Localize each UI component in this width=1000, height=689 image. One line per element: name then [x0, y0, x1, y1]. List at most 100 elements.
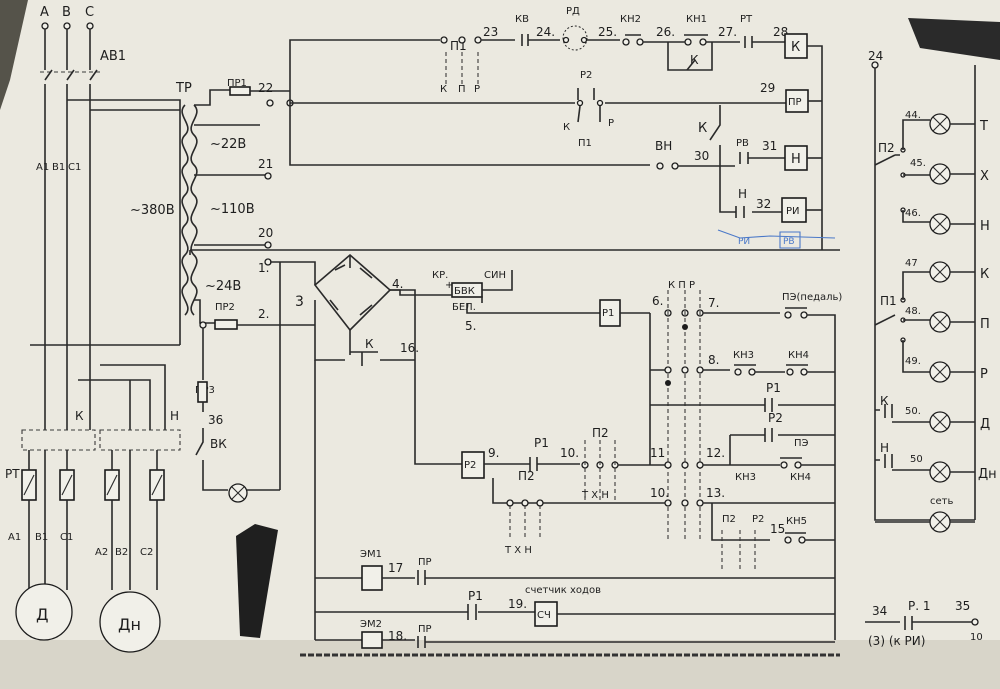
coil-r1-label: Р1	[602, 308, 614, 319]
motor-main-label: Д	[36, 605, 49, 624]
bvk-bel-label: БЕЛ.	[452, 302, 476, 313]
node-17: 17	[388, 561, 403, 575]
kn5-label: КН5	[786, 516, 807, 527]
rv-label: РВ	[736, 138, 749, 149]
em1-label: ЭМ1	[360, 549, 382, 560]
contactor-n-label: Н	[170, 409, 179, 423]
p1b-pos-r: Р	[608, 118, 614, 129]
tap-22v: ~22В	[210, 137, 246, 152]
motor-term-c1: C1	[60, 532, 73, 543]
r1-contact-r2row-label: Р1	[534, 436, 549, 450]
node-8: 8.	[708, 353, 719, 367]
r2-contact-label: Р2	[768, 411, 783, 425]
node-36: 36	[208, 413, 223, 427]
r2b-label: Р2	[752, 514, 764, 525]
p1-pos-p: П	[458, 84, 466, 95]
p2-r2row-label: П2	[592, 426, 609, 440]
node-10c: 10	[970, 632, 983, 643]
r1-bottom-label: Р. 1	[908, 599, 931, 613]
r1-contact-label: Р1	[766, 381, 781, 395]
coil-r2	[461, 451, 485, 479]
p2b-label: П2	[518, 469, 535, 483]
n-contact-label: Н	[738, 187, 747, 201]
p1b-pos-k: К	[563, 122, 570, 133]
lamp-46-label: 46.	[905, 208, 921, 219]
indicator-lamps	[929, 113, 951, 533]
lamp-k-label: К	[880, 394, 889, 408]
p2-positions-top: Т Х Н	[581, 490, 609, 501]
bvk-plus: +	[445, 280, 453, 291]
tape-strip-bottom	[236, 524, 278, 638]
node-3: 3	[295, 294, 304, 310]
counter-sch-label: СЧ	[537, 610, 551, 621]
fuse-pr3	[197, 381, 208, 403]
phase-b-label: B	[62, 5, 71, 20]
rd-label: РД	[566, 6, 580, 17]
kn1-label: КН1	[686, 14, 707, 25]
node-7: 7.	[708, 296, 719, 310]
transformer-label: ТР	[175, 81, 192, 96]
node-13: 13.	[706, 486, 725, 500]
kn3b-label: КН3	[735, 472, 756, 483]
lamp-51-label: 50	[910, 454, 923, 465]
lamp-44-label: 44.	[905, 110, 921, 121]
node-9: 9.	[488, 446, 499, 460]
lamp-h-label: Н	[880, 441, 889, 455]
lamp-node-24: 24	[868, 49, 883, 63]
kn4-label: КН4	[788, 350, 809, 361]
rt-label: РТ	[740, 14, 753, 25]
thermal-relay-label: РТ	[5, 467, 20, 481]
node-29: 29	[760, 81, 775, 95]
kn4b-label: КН4	[790, 472, 811, 483]
note-ri: РИ	[738, 237, 750, 247]
node-25: 25.	[598, 25, 617, 39]
lamp-dn-letter: Дн	[978, 467, 997, 482]
vk-switch-label: ВК	[210, 437, 227, 451]
lamp-p-letter: П	[980, 317, 990, 332]
coil-ri-label: РИ	[786, 206, 800, 217]
lamp-d-letter: Д	[980, 417, 990, 432]
lamp-p2-label: П2	[878, 141, 895, 155]
p2-positions-bottom: Т Х Н	[504, 545, 532, 556]
tap-110v: ~110В	[210, 202, 255, 217]
fuse-pr1-label: ПР1	[227, 78, 247, 89]
lamp-48-label: 48.	[905, 306, 921, 317]
node-6: 6.	[652, 294, 663, 308]
p1b-label: П1	[578, 138, 592, 149]
lamp-r-letter: Р	[980, 367, 988, 382]
lamp-t-letter: Т	[979, 119, 988, 134]
term-c1: C1	[68, 162, 81, 173]
breaker-label: АВ1	[100, 49, 126, 64]
coil-em1	[361, 565, 383, 591]
node-30: 30	[694, 149, 709, 163]
lamp-45-label: 45.	[910, 158, 926, 169]
vn-label: ВН	[655, 139, 672, 153]
fuse-pr2	[214, 319, 238, 330]
p2c-label: П2	[722, 514, 736, 525]
coil-em2	[361, 631, 383, 649]
coil-pr-label: ПР	[788, 97, 802, 108]
node-31: 31	[762, 139, 777, 153]
kn3-label: КН3	[733, 350, 754, 361]
counter-caption: счетчик ходов	[525, 585, 601, 596]
node-24: 24.	[536, 25, 555, 39]
lamp-x-letter: Х	[980, 169, 989, 184]
coil-r2-label: Р2	[464, 460, 476, 471]
bvk-label: БВК	[454, 286, 475, 297]
lamp-47-label: 47	[905, 258, 918, 269]
coil-n-label: Н	[791, 152, 801, 167]
kn2-label: КН2	[620, 14, 641, 25]
term-a1: A1	[36, 162, 49, 173]
node-5: 5.	[465, 319, 476, 333]
kv-label: КВ	[515, 14, 529, 25]
lamp-50-label: 50.	[905, 406, 921, 417]
node-34: 34	[872, 604, 887, 618]
k-contact-label: К	[698, 121, 707, 136]
bvk-kr-label: КР.	[432, 270, 448, 281]
tap-24v: ~24В	[205, 279, 241, 294]
node-2: 2.	[258, 307, 269, 321]
pr-em1-label: ПР	[418, 557, 432, 568]
paper-fold-shadow	[0, 0, 28, 110]
node-12: 12.	[706, 446, 725, 460]
